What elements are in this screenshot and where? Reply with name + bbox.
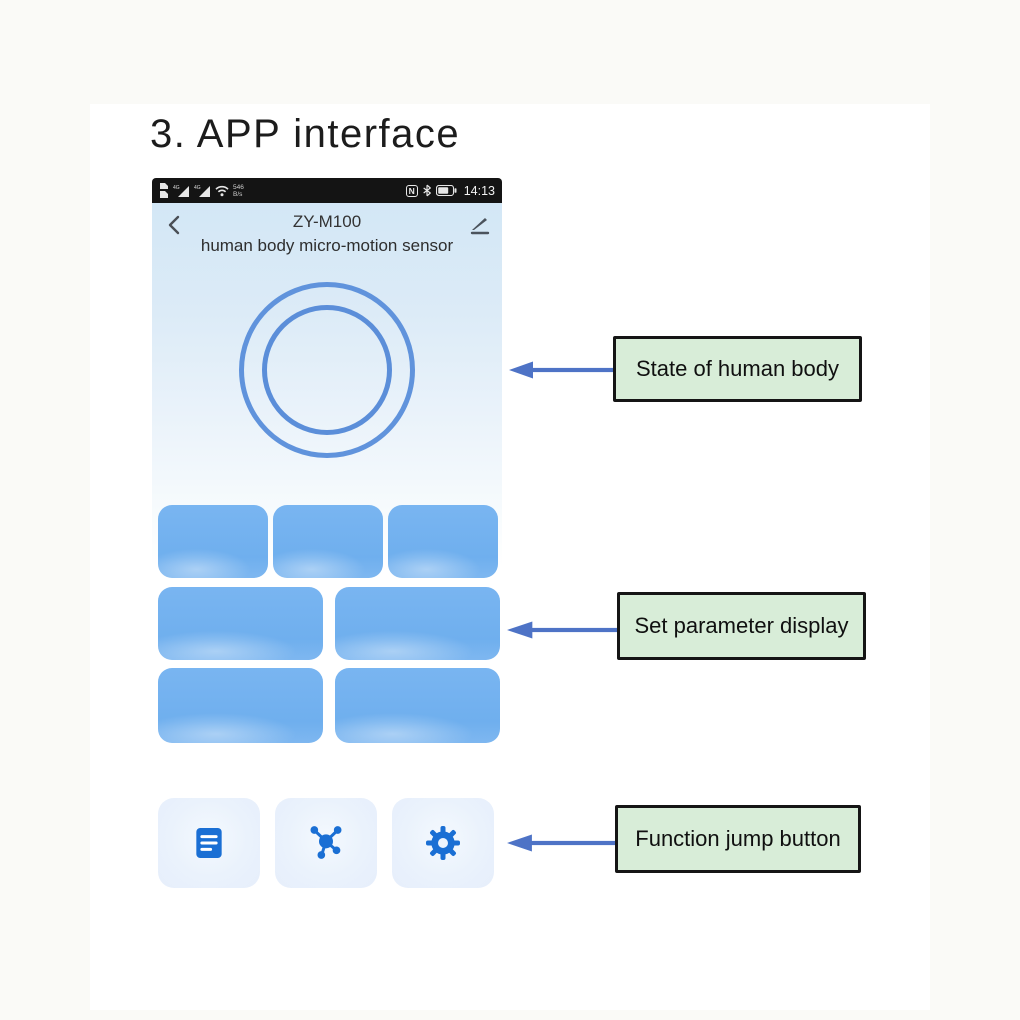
human-body-state-indicator: [239, 282, 415, 458]
app-screen: ZY-M100 human body micro-motion sensor: [152, 203, 502, 890]
callout-function-jump-button: Function jump button: [615, 805, 861, 873]
dual-sim-icon: [160, 183, 168, 198]
parameter-tile[interactable]: [158, 505, 268, 578]
network-button[interactable]: [275, 798, 377, 888]
arrow-left-icon: [507, 621, 619, 639]
records-button[interactable]: [158, 798, 260, 888]
signal-icon: 4G: [173, 185, 189, 197]
callout-state-of-human-body: State of human body: [613, 336, 862, 402]
nfc-icon: N: [405, 184, 418, 197]
records-list-icon: [196, 827, 222, 859]
wifi-icon: [215, 185, 229, 196]
parameter-tile[interactable]: [158, 587, 323, 660]
parameter-tile[interactable]: [273, 505, 383, 578]
sim-badge-text: 4G: [173, 185, 180, 191]
device-description: human body micro-motion sensor: [200, 236, 454, 255]
edit-pencil-icon[interactable]: [468, 213, 492, 237]
status-bar: 4G 4G 546 B/s N 14:13: [152, 178, 502, 203]
parameter-tile[interactable]: [158, 668, 323, 743]
parameter-tile[interactable]: [335, 668, 500, 743]
battery-icon: [435, 185, 457, 196]
parameter-tile[interactable]: [388, 505, 498, 578]
parameter-tile-row: [158, 587, 500, 660]
settings-button[interactable]: [392, 798, 494, 888]
signal-icon: 4G: [194, 185, 210, 197]
svg-text:4G: 4G: [194, 185, 201, 191]
network-speed: 546 B/s: [233, 183, 244, 198]
settings-gear-icon: [425, 826, 461, 860]
callout-set-parameter-display: Set parameter display: [617, 592, 866, 660]
clock-time: 14:13: [463, 183, 495, 198]
phone-screenshot: 4G 4G 546 B/s N 14:13: [152, 178, 502, 890]
network-nodes-icon: [310, 826, 342, 859]
inner-ring: [262, 305, 392, 435]
app-header: ZY-M100 human body micro-motion sensor: [152, 203, 502, 275]
parameter-tile-row: [158, 505, 498, 578]
bluetooth-icon: [423, 184, 431, 197]
arrow-left-icon: [507, 834, 617, 852]
device-name: ZY-M100: [292, 212, 362, 231]
arrow-left-icon: [509, 361, 615, 379]
function-button-row: [158, 798, 494, 888]
parameter-tile-row: [158, 668, 500, 743]
page-title: 3. APP interface: [150, 112, 461, 156]
parameter-tile[interactable]: [335, 587, 500, 660]
back-button[interactable]: [164, 213, 188, 237]
